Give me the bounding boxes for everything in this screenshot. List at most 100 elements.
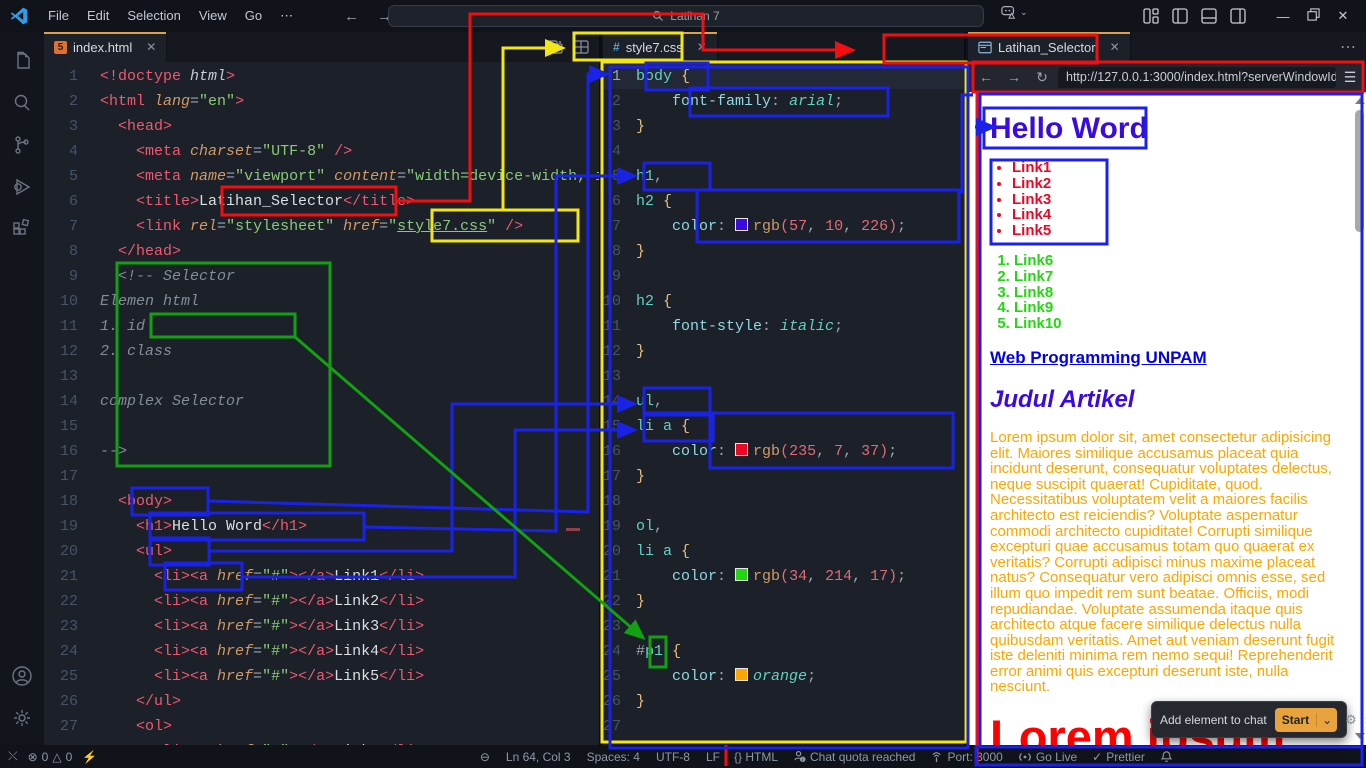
code-line[interactable]: 16--> xyxy=(44,439,599,464)
code-line[interactable]: 26 </ul> xyxy=(44,689,599,714)
code-line[interactable]: 3 <head> xyxy=(44,114,599,139)
zoom-indicator-icon[interactable]: ⊖ xyxy=(479,749,490,764)
code-line[interactable]: 4 <meta charset="UTF-8" /> xyxy=(44,139,599,164)
color-swatch[interactable] xyxy=(735,218,749,231)
notifications-bell-icon[interactable] xyxy=(1160,750,1173,763)
window-restore-button[interactable] xyxy=(1298,8,1328,24)
chat-quota-status[interactable]: i Chat quota reached xyxy=(793,750,915,764)
browser-reload-button[interactable]: ↻ xyxy=(1036,68,1048,85)
customize-layout-icon[interactable] xyxy=(1143,8,1159,24)
split-editor-icon[interactable] xyxy=(547,39,563,55)
code-line[interactable]: 17 xyxy=(44,464,599,489)
code-line[interactable]: 8} xyxy=(603,239,964,264)
grid-layout-icon[interactable] xyxy=(573,39,589,55)
code-line[interactable]: 23 <li><a href="#"></a>Link3</li> xyxy=(44,614,599,639)
port-status[interactable]: Port: 3000 xyxy=(930,750,1003,764)
preview-ol-link[interactable]: Link7 xyxy=(1014,268,1342,285)
code-line[interactable]: 16 color: rgb(235, 7, 37); xyxy=(603,439,964,464)
menu-⋯[interactable]: ⋯ xyxy=(280,8,294,23)
menu-view[interactable]: View xyxy=(198,8,227,23)
color-swatch[interactable] xyxy=(735,443,749,456)
eol-status[interactable]: LF xyxy=(705,749,720,764)
code-line[interactable]: 7 <link rel="stylesheet" href="style7.cs… xyxy=(44,214,599,239)
menu-edit[interactable]: Edit xyxy=(86,8,110,23)
preview-ol-link[interactable]: Link9 xyxy=(1014,300,1342,316)
url-bar[interactable]: http://127.0.0.1:3000/index.html?serverW… xyxy=(1058,66,1336,88)
start-button[interactable]: Start ⌄ xyxy=(1274,707,1338,732)
code-line[interactable]: 13 xyxy=(44,364,599,389)
scroll-up-icon[interactable] xyxy=(1355,98,1365,104)
code-line[interactable]: 12} xyxy=(603,339,964,364)
command-center-search[interactable]: Latihan 7 xyxy=(388,5,984,27)
code-line[interactable]: 26} xyxy=(603,689,964,714)
preview-ol-link[interactable]: Link8 xyxy=(1014,284,1342,301)
preview-ul-link[interactable]: Link4 xyxy=(1012,207,1342,223)
start-dropdown-icon[interactable]: ⌄ xyxy=(1316,712,1337,727)
code-line[interactable]: 7 color: rgb(57, 10, 226); xyxy=(603,214,964,239)
browser-forward-button[interactable]: → xyxy=(1007,69,1021,85)
toggle-secondary-sidebar-icon[interactable] xyxy=(1230,8,1246,24)
toggle-sidebar-icon[interactable] xyxy=(1172,8,1188,24)
source-control-icon[interactable] xyxy=(0,124,44,166)
prettier-status[interactable]: ✓Prettier xyxy=(1092,749,1145,764)
copilot-status[interactable]: ⌄ xyxy=(1000,4,1028,20)
language-mode[interactable]: {} HTML xyxy=(734,749,779,764)
tab-latihan-selector[interactable]: Latihan_Selector ✕ xyxy=(968,32,1131,62)
preview-link[interactable]: Web Programming UNPAM xyxy=(990,347,1207,367)
close-tab-icon[interactable]: ✕ xyxy=(696,40,707,54)
toggle-panel-icon[interactable] xyxy=(1201,8,1217,24)
go-live-button[interactable]: Go Live xyxy=(1018,750,1077,764)
widget-next-icon[interactable]: › xyxy=(1365,712,1366,727)
preview-ul-link[interactable]: Link5 xyxy=(1012,223,1342,239)
preview-ul-link[interactable]: Link2 xyxy=(1012,175,1342,192)
code-line[interactable]: 21 <li><a href="#"></a>Link1</li> xyxy=(44,564,599,589)
more-actions-icon[interactable]: ⋯ xyxy=(1340,39,1356,56)
code-line[interactable]: 9 xyxy=(603,264,964,289)
problems-indicator[interactable]: ⊗0 △0 xyxy=(27,749,73,764)
explorer-icon[interactable] xyxy=(0,40,44,82)
settings-gear-icon[interactable] xyxy=(0,697,44,739)
scroll-down-icon[interactable] xyxy=(1355,733,1365,739)
code-line[interactable]: 25 <li><a href="#"></a>Link5</li> xyxy=(44,664,599,689)
menu-file[interactable]: File xyxy=(48,8,69,23)
indentation-status[interactable]: Spaces: 4 xyxy=(586,749,640,764)
extensions-icon[interactable] xyxy=(0,208,44,250)
code-line[interactable]: 21 color: rgb(34, 214, 17); xyxy=(603,564,964,589)
run-debug-icon[interactable] xyxy=(0,166,44,208)
code-line[interactable]: 27 <ol> xyxy=(44,714,599,739)
code-line[interactable]: 22 <li><a href="#"></a>Link2</li> xyxy=(44,589,599,614)
close-tab-icon[interactable]: ✕ xyxy=(1109,40,1120,54)
close-tab-icon[interactable]: ✕ xyxy=(146,40,157,54)
preview-ul-link[interactable]: Link3 xyxy=(1012,191,1342,208)
code-line[interactable]: 27 xyxy=(603,714,964,739)
bolt-icon[interactable]: ⚡ xyxy=(82,749,98,764)
code-line[interactable]: 9 <!-- Selector xyxy=(44,264,599,289)
encoding-status[interactable]: UTF-8 xyxy=(655,749,690,764)
code-line[interactable]: 19 <h1>Hello Word</h1> xyxy=(44,514,599,539)
search-sidebar-icon[interactable] xyxy=(0,82,44,124)
code-line[interactable]: 1<!doctype html> xyxy=(44,64,599,89)
code-line[interactable]: 4 xyxy=(603,139,964,164)
code-line[interactable]: 3} xyxy=(603,114,964,139)
code-line[interactable]: 23 xyxy=(603,614,964,639)
code-line[interactable]: 28 <li><a href="#"></a>Link6</li> xyxy=(44,739,599,745)
window-minimize-button[interactable]: — xyxy=(1276,8,1290,24)
color-swatch[interactable] xyxy=(735,568,749,581)
code-line[interactable]: 11 font-style: italic; xyxy=(603,314,964,339)
menu-selection[interactable]: Selection xyxy=(127,8,181,23)
preview-ol-link[interactable]: Link6 xyxy=(1014,253,1342,269)
code-line[interactable]: 15 xyxy=(44,414,599,439)
code-line[interactable]: 24#p1 { xyxy=(603,639,964,664)
code-line[interactable]: 5 <meta name="viewport" content="width=d… xyxy=(44,164,599,189)
code-line[interactable]: 2<html lang="en"> xyxy=(44,89,599,114)
preview-scrollbar[interactable] xyxy=(1353,92,1366,745)
widget-gear-icon[interactable]: ⚙ xyxy=(1345,711,1357,727)
